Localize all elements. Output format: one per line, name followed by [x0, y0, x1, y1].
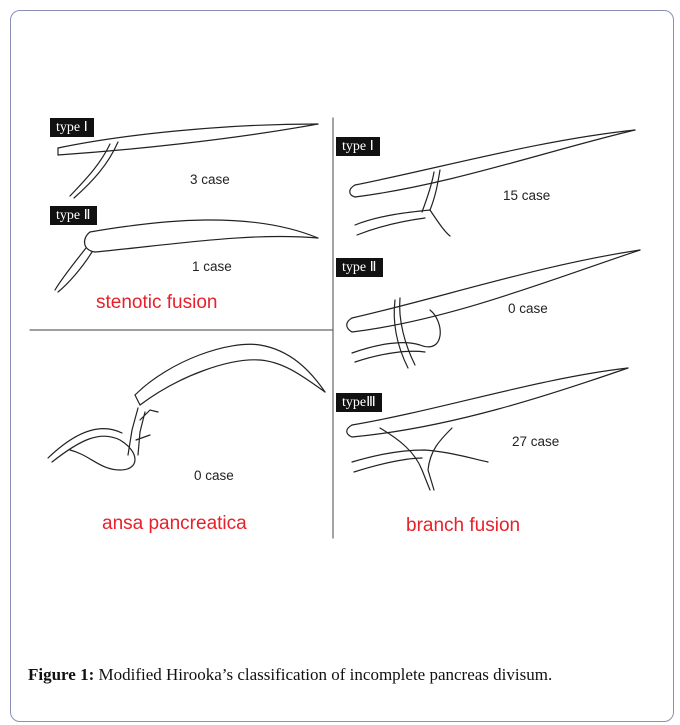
branch-type3-duct: [347, 368, 628, 490]
stenotic-type2-duct: [55, 220, 318, 292]
stenotic-type1-duct: [58, 124, 318, 198]
stenotic-type1-count: 3 case: [190, 172, 230, 187]
ansa-count: 0 case: [194, 468, 234, 483]
branch-type2-duct: [347, 250, 640, 368]
stenotic-type1-label: type Ⅰ: [50, 118, 94, 137]
caption-text: Modified Hirooka’s classification of inc…: [94, 665, 552, 684]
ansa-pancreatica-duct: [48, 344, 325, 470]
branch-type1-label: type Ⅰ: [336, 137, 380, 156]
branch-type3-label: typeⅢ: [336, 393, 382, 412]
branch-type2-label: type Ⅱ: [336, 258, 383, 277]
branch-type1-count: 15 case: [503, 188, 550, 203]
stenotic-fusion-title: stenotic fusion: [96, 292, 217, 314]
ansa-pancreatica-title: ansa pancreatica: [102, 513, 247, 535]
branch-type2-count: 0 case: [508, 301, 548, 316]
caption-label: Figure 1:: [28, 665, 94, 684]
branch-type3-count: 27 case: [512, 434, 559, 449]
figure-caption: Figure 1: Modified Hirooka’s classificat…: [28, 664, 650, 686]
stenotic-type2-label: type Ⅱ: [50, 206, 97, 225]
branch-type1-duct: [350, 130, 635, 236]
branch-fusion-title: branch fusion: [406, 515, 520, 537]
stenotic-type2-count: 1 case: [192, 259, 232, 274]
